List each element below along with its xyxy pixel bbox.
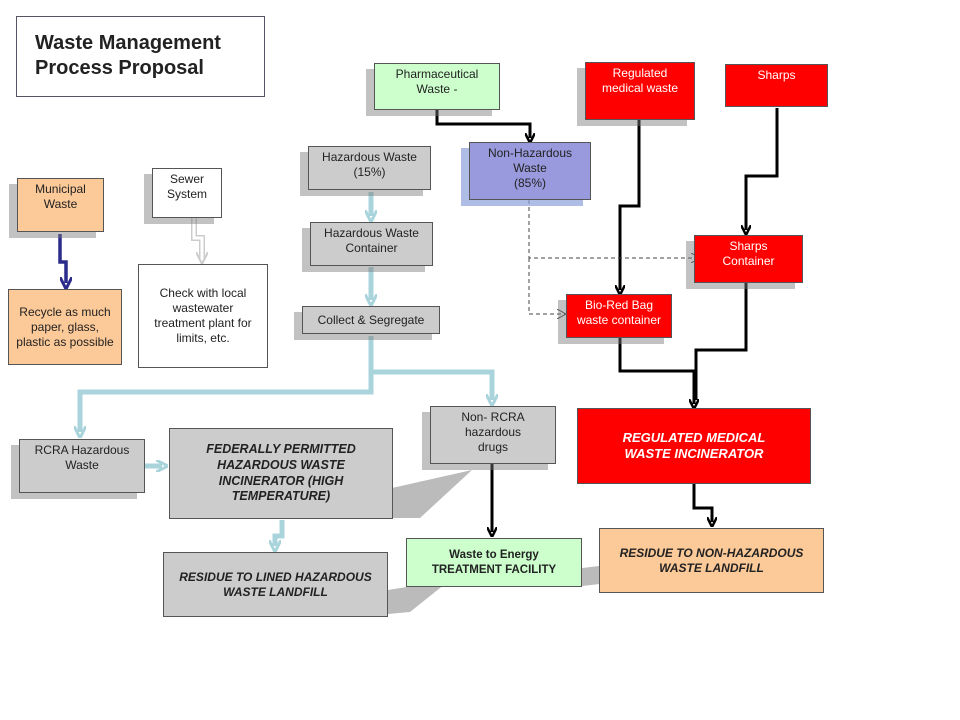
node-hazardous-waste-container: Hazardous Waste Container xyxy=(310,222,433,266)
node-check-local: Check with local wastewater treatment pl… xyxy=(138,264,268,368)
node-bio-red-bag-container: Bio-Red Bag waste container xyxy=(566,294,672,338)
node-pharmaceutical-waste: Pharmaceutical Waste - xyxy=(374,63,500,110)
node-rcra-hazardous-waste: RCRA Hazardous Waste xyxy=(19,439,145,493)
connector-sharps-to-container xyxy=(746,108,779,230)
shadow-wedge-federal xyxy=(392,470,472,518)
connector-federal-to-lined xyxy=(275,520,285,546)
node-collect-segregate: Collect & Segregate xyxy=(302,306,440,334)
connector-nonhaz-to-sharps-container xyxy=(528,200,700,258)
connector-municipal-to-recycle xyxy=(58,234,66,283)
node-hazardous-waste: Hazardous Waste (15%) xyxy=(308,146,431,190)
node-sharps: Sharps xyxy=(725,64,828,107)
node-non-rcra-drugs: Non- RCRA hazardous drugs xyxy=(430,406,556,464)
node-federal-incinerator: FEDERALLY PERMITTED HAZARDOUS WASTE INCI… xyxy=(169,428,393,519)
node-municipal-waste: Municipal Waste xyxy=(17,178,104,232)
connector-pharma-to-nonhaz xyxy=(435,110,530,138)
node-waste-to-energy: Waste to Energy TREATMENT FACILITY xyxy=(406,538,582,587)
shadow-wedge-lined xyxy=(388,580,450,614)
connector-collect-to-rcra xyxy=(80,372,374,432)
diagram-title: Waste Management Process Proposal xyxy=(16,16,265,97)
node-regulated-medical-waste: Regulated medical waste xyxy=(585,62,695,120)
node-residue-non-hazardous: RESIDUE TO NON-HAZARDOUS WASTE LANDFILL xyxy=(599,528,824,593)
node-sharps-container: Sharps Container xyxy=(694,235,803,283)
node-recycle: Recycle as much paper, glass, plastic as… xyxy=(8,289,122,365)
node-regulated-medical-waste-incinerator: REGULATED MEDICAL WASTE INCINERATOR xyxy=(577,408,811,484)
connector-regulated-to-biored xyxy=(620,120,641,290)
node-residue-lined-hazardous: RESIDUE TO LINED HAZARDOUS WASTE LANDFIL… xyxy=(163,552,388,617)
connector-rmwi-to-residue xyxy=(692,484,712,522)
connector-sewer-to-check-inner xyxy=(192,218,202,258)
connector-sharps-container-to-rmwi xyxy=(694,283,748,400)
connector-biored-to-rmwi xyxy=(618,338,694,404)
node-sewer-system: Sewer System xyxy=(152,168,222,218)
node-non-hazardous-waste: Non-Hazardous Waste (85%) xyxy=(469,142,591,200)
connector-collect-split xyxy=(368,336,492,400)
connector-nonhaz-to-biored xyxy=(528,258,566,314)
